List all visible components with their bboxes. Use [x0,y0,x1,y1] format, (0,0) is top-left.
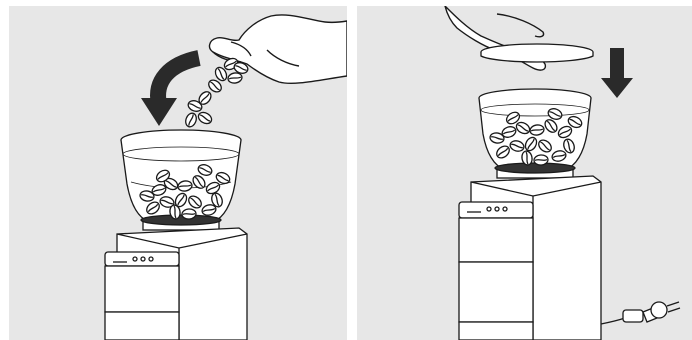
pour-beans-illustration [9,6,347,340]
coffee-beans-falling [179,56,249,142]
hopper-lid [481,44,593,62]
step-close-lid-panel [357,6,692,340]
step-pour-beans-panel [9,6,347,340]
down-arrow-icon [601,48,633,98]
power-plug-icon [601,302,680,324]
grinder-body [105,228,247,340]
grinder-body [459,176,601,340]
close-lid-illustration [357,6,692,340]
hand-icon [210,15,347,83]
